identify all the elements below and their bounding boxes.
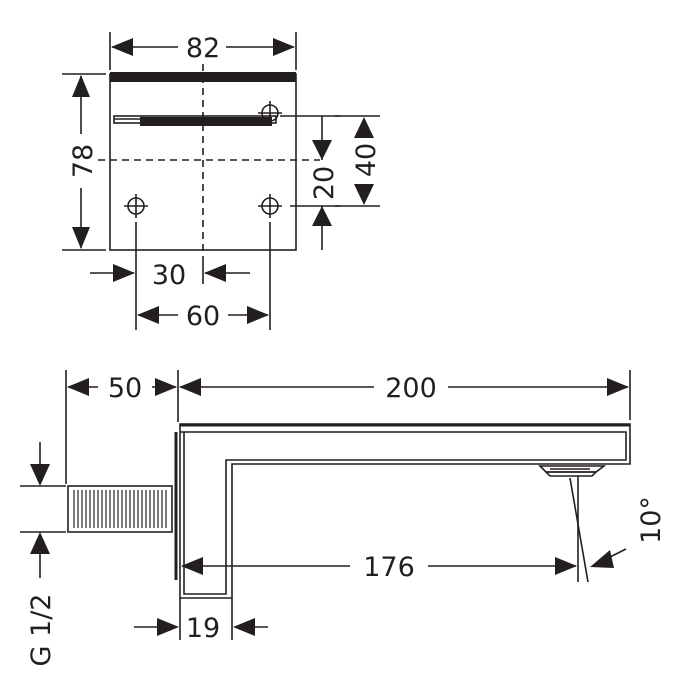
threaded-inlet <box>67 485 173 533</box>
dim-outlet-176: 176 <box>181 476 579 583</box>
dim-label-19: 19 <box>186 613 220 644</box>
dim-inlet-50: 50 <box>65 370 179 484</box>
dim-label-200: 200 <box>385 373 437 404</box>
dim-spout-200: 200 <box>179 370 631 420</box>
dim-label-78: 78 <box>68 144 99 178</box>
dim-label-82: 82 <box>186 33 220 64</box>
side-view: 50 200 176 19 <box>20 370 667 666</box>
dim-label-50: 50 <box>108 373 142 404</box>
dim-height-78: 78 <box>62 73 106 251</box>
dim-label-40: 40 <box>351 143 382 177</box>
dim-span-60: 60 <box>137 301 269 332</box>
spout-aerator <box>538 465 607 477</box>
dim-label-20: 20 <box>309 166 340 200</box>
dim-width-82: 82 <box>109 32 297 70</box>
dim-span-40: 40 <box>335 115 382 207</box>
dim-offset-30: 30 <box>90 222 271 330</box>
dim-label-30: 30 <box>152 260 186 291</box>
dim-label-10-degrees: 10° <box>636 496 667 544</box>
front-mounting-hole-right <box>258 194 282 218</box>
dim-offset-20: 20 <box>280 115 340 250</box>
dim-thread-g12: G 1/2 <box>20 442 66 666</box>
dim-angle-10: 10° <box>569 477 667 583</box>
front-view: 82 78 20 40 <box>62 32 382 332</box>
dim-wall-19: 19 <box>134 598 268 644</box>
dim-label-60: 60 <box>186 301 220 332</box>
front-mounting-hole-left <box>124 194 148 218</box>
dim-label-g-1-2: G 1/2 <box>26 594 57 667</box>
front-screw-top <box>258 101 282 125</box>
dim-label-176: 176 <box>363 552 415 583</box>
front-aerator-mesh <box>140 117 272 126</box>
